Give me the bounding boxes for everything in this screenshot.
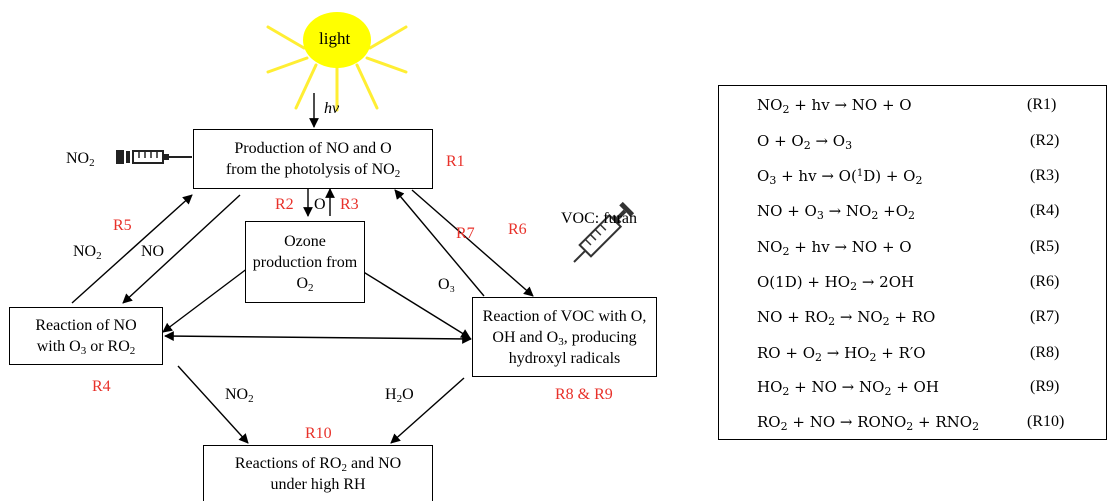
reactions-table: NO2 + hv → NO + O (R1) O + O2 → O3 (R2) O3 +… <box>718 85 1107 440</box>
reaction-id: (R10) <box>1027 413 1065 430</box>
reaction-id: (R4) <box>1030 202 1060 219</box>
o-arrow-label: O <box>314 196 326 213</box>
h2o-down-label: H2O <box>385 386 414 405</box>
voc-syringe-icon <box>573 201 635 263</box>
tag-r6: R6 <box>508 221 527 238</box>
sun-rays <box>266 25 408 112</box>
tag-r10: R10 <box>305 425 332 442</box>
tag-r3: R3 <box>340 196 359 213</box>
no-to-rh-arrow <box>177 365 249 444</box>
reaction-id: (R1) <box>1027 96 1057 113</box>
photolysis-line1: Production of NO and O <box>234 140 392 157</box>
ozone-line3: O <box>296 274 309 292</box>
reaction-id: (R2) <box>1030 132 1060 149</box>
reaction-id: (R8) <box>1030 344 1060 361</box>
tag-r8-r9: R8 & R9 <box>555 386 613 403</box>
photolysis-box: Production of NO and O from the photolys… <box>193 129 433 189</box>
reaction-equation: O + O2 → O3 <box>757 132 853 152</box>
voc-reaction-box: Reaction of VOC with O, OH and O3, produ… <box>472 297 657 377</box>
arrows <box>71 93 534 444</box>
ozone-box: Ozone production from O2 <box>245 221 365 303</box>
high-rh-line2: under high RH <box>270 475 366 493</box>
reaction-equation: O3 + hv → O(1D) + O2 <box>757 167 923 187</box>
reaction-id: (R3) <box>1030 167 1060 184</box>
voc-reaction-line1: Reaction of VOC with O, <box>482 307 647 325</box>
ozone-line2: production from <box>252 253 358 271</box>
r6-arrow <box>411 189 534 297</box>
no2-down-label: NO2 <box>225 386 254 405</box>
no2-source-label: NO2 <box>66 150 95 169</box>
tag-r7: R7 <box>456 225 475 242</box>
voc-reaction-line3: hydroxyl radicals <box>508 349 621 367</box>
high-rh-box: Reactions of RO2 and NO under high RH <box>203 445 433 501</box>
reaction-equation: O(1D) + HO2 → 2OH <box>757 273 915 293</box>
reaction-equation: RO2 + NO → RONO2 + RNO2 <box>757 413 980 433</box>
no2-injector-icon <box>116 150 192 164</box>
hv-label: hv <box>324 100 340 117</box>
no-left-label: NO <box>141 243 165 260</box>
reaction-equation: RO + O2 → HO2 + R′O <box>757 344 926 364</box>
reaction-id: (R6) <box>1030 273 1060 290</box>
tag-r4: R4 <box>92 378 111 395</box>
photolysis-line2: from the photolysis of NO <box>225 161 395 178</box>
sun-label: light <box>319 29 351 48</box>
no-arrow <box>122 194 241 304</box>
ozone-line1: Ozone <box>284 232 326 250</box>
ozone-to-voc-arrow <box>356 267 471 339</box>
no-reaction-line1: Reaction of NO <box>35 317 137 334</box>
reaction-id: (R7) <box>1030 308 1060 325</box>
o3-arrow-label: O₃ <box>438 276 456 293</box>
reaction-equation: NO2 + hv → NO + O <box>757 238 912 258</box>
no-voc-double-arrow <box>164 331 472 344</box>
r7-arrow <box>394 189 485 297</box>
tag-r2: R2 <box>275 196 294 213</box>
tag-r1: R1 <box>446 153 465 170</box>
no-reaction-box: Reaction of NO with O3 or RO2 <box>9 307 163 365</box>
reaction-equation: NO + O3 → NO2 +O2 <box>757 202 915 222</box>
reaction-equation: HO2 + NO → NO2 + OH <box>757 378 939 398</box>
reaction-id: (R9) <box>1030 378 1060 395</box>
no2-left-label: NO2 <box>73 243 102 262</box>
reaction-equation: NO + RO2 → NO2 + RO <box>757 308 936 328</box>
tag-r5: R5 <box>113 217 132 234</box>
ozone-to-no-arrow <box>162 267 249 333</box>
r5-arrow <box>71 194 193 304</box>
sun-icon <box>303 12 371 68</box>
reaction-id: (R5) <box>1030 238 1060 255</box>
voc-source-label: VOC: furan <box>561 210 637 227</box>
voc-to-rh-arrow <box>390 377 465 444</box>
reaction-equation: NO2 + hv → NO + O <box>757 96 912 116</box>
